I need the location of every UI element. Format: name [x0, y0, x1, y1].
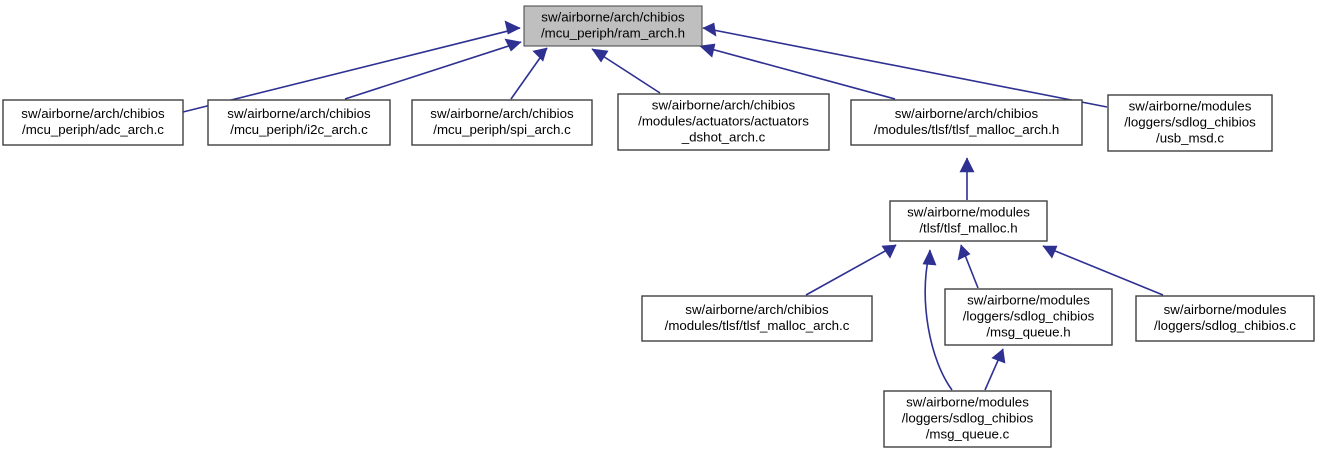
graph-edges [182, 20, 1164, 391]
node-label-spi_arch_c-line-0: sw/airborne/arch/chibios [430, 106, 574, 121]
graph-node-tlsf_malloc_arch_h[interactable]: sw/airborne/arch/chibios/modules/tlsf/tl… [850, 99, 1083, 146]
node-label-ram_arch_h-line-0: sw/airborne/arch/chibios [541, 10, 685, 25]
graph-edge-tlsf_malloc_arch_h-to-ram_arch_h [699, 45, 896, 100]
node-label-actuators_dshot_arch_c-line-2: _dshot_arch.c [681, 130, 766, 145]
node-box-i2c_arch_c[interactable] [207, 99, 391, 146]
graph-node-sdlog_chibios_c[interactable]: sw/airborne/modules/loggers/sdlog_chibio… [1135, 295, 1315, 342]
graph-edge-sdlog_chibios_c-to-tlsf_malloc_h [1042, 245, 1164, 296]
node-box-sdlog_chibios_c[interactable] [1135, 295, 1315, 342]
node-label-usb_msd_c-line-2: /usb_msd.c [1156, 131, 1224, 146]
graph-edge-tlsf_malloc_arch_c-to-tlsf_malloc_h [805, 244, 897, 296]
graph-node-spi_arch_c[interactable]: sw/airborne/arch/chibios/mcu_periph/spi_… [411, 99, 593, 146]
node-label-msg_queue_h-line-1: /loggers/sdlog_chibios [963, 309, 1095, 324]
node-label-msg_queue_c-line-1: /loggers/sdlog_chibios [902, 411, 1034, 426]
node-label-msg_queue_h-line-0: sw/airborne/modules [967, 293, 1090, 308]
graph-arrowhead-tlsf_malloc_arch_c-to-tlsf_malloc_h [881, 244, 897, 259]
graph-arrowhead-sdlog_chibios_c-to-tlsf_malloc_h [1042, 245, 1058, 259]
node-label-actuators_dshot_arch_c-line-0: sw/airborne/arch/chibios [652, 98, 796, 113]
graph-node-adc_arch_c[interactable]: sw/airborne/arch/chibios/mcu_periph/adc_… [2, 99, 184, 146]
node-box-actuators_dshot_arch_c[interactable] [617, 93, 830, 151]
node-box-adc_arch_c[interactable] [2, 99, 184, 146]
node-box-tlsf_malloc_arch_h[interactable] [850, 99, 1083, 146]
graph-arrowhead-tlsf_malloc_arch_h-to-ram_arch_h [699, 43, 716, 58]
graph-edge-adc_arch_c-to-ram_arch_h [182, 27, 521, 113]
graph-node-actuators_dshot_arch_c[interactable]: sw/airborne/arch/chibios/modules/actuato… [617, 93, 830, 151]
node-label-usb_msd_c-line-1: /loggers/sdlog_chibios [1124, 115, 1256, 130]
graph-arrowhead-tlsf_malloc_h-to-tlsf_malloc_arch_h [959, 157, 975, 173]
graph-arrowhead-adc_arch_c-to-ram_arch_h [504, 20, 521, 35]
graph-arrowhead-i2c_arch_c-to-ram_arch_h [504, 38, 522, 52]
graph-node-i2c_arch_c[interactable]: sw/airborne/arch/chibios/mcu_periph/i2c_… [207, 99, 391, 146]
node-label-tlsf_malloc_h-line-1: /tlsf/tlsf_malloc.h [919, 221, 1017, 236]
graph-edge-i2c_arch_c-to-ram_arch_h [344, 41, 522, 100]
graph-arrowhead-actuators_dshot_arch_c-to-ram_arch_h [591, 48, 609, 63]
node-box-tlsf_malloc_h[interactable] [889, 200, 1048, 242]
node-box-msg_queue_c[interactable] [883, 390, 1052, 448]
graph-node-msg_queue_h[interactable]: sw/airborne/modules/loggers/sdlog_chibio… [944, 288, 1113, 346]
node-label-spi_arch_c-line-1: /mcu_periph/spi_arch.c [433, 122, 571, 137]
node-label-msg_queue_c-line-2: /msg_queue.c [926, 427, 1010, 442]
node-label-tlsf_malloc_arch_c-line-1: /modules/tlsf/tlsf_malloc_arch.c [665, 318, 850, 333]
node-label-tlsf_malloc_h-line-0: sw/airborne/modules [907, 205, 1030, 220]
node-label-tlsf_malloc_arch_c-line-0: sw/airborne/arch/chibios [685, 302, 829, 317]
node-label-usb_msd_c-line-0: sw/airborne/modules [1129, 99, 1252, 114]
node-label-msg_queue_h-line-2: /msg_queue.h [986, 325, 1070, 340]
node-label-tlsf_malloc_arch_h-line-0: sw/airborne/arch/chibios [895, 106, 1039, 121]
node-box-usb_msd_c[interactable] [1107, 94, 1273, 152]
graph-node-tlsf_malloc_arch_c[interactable]: sw/airborne/arch/chibios/modules/tlsf/tl… [641, 295, 873, 342]
node-label-adc_arch_c-line-0: sw/airborne/arch/chibios [21, 106, 165, 121]
node-label-tlsf_malloc_arch_h-line-1: /modules/tlsf/tlsf_malloc_arch.h [874, 122, 1060, 137]
node-label-i2c_arch_c-line-1: /mcu_periph/i2c_arch.c [230, 122, 368, 137]
graph-node-ram_arch_h[interactable]: sw/airborne/arch/chibios/mcu_periph/ram_… [523, 5, 703, 47]
node-label-sdlog_chibios_c-line-0: sw/airborne/modules [1164, 302, 1287, 317]
node-label-actuators_dshot_arch_c-line-1: /modules/actuators/actuators [638, 114, 809, 129]
graph-arrowhead-msg_queue_c-to-tlsf_malloc_h [922, 249, 937, 266]
node-box-spi_arch_c[interactable] [411, 99, 593, 146]
node-label-sdlog_chibios_c-line-1: /loggers/sdlog_chibios.c [1154, 318, 1296, 333]
graph-node-msg_queue_c[interactable]: sw/airborne/modules/loggers/sdlog_chibio… [883, 390, 1052, 448]
node-label-adc_arch_c-line-1: /mcu_periph/adc_arch.c [22, 122, 164, 137]
node-box-tlsf_malloc_arch_c[interactable] [641, 295, 873, 342]
graph-arrowhead-msg_queue_h-to-tlsf_malloc_h [957, 244, 971, 261]
graph-node-usb_msd_c[interactable]: sw/airborne/modules/loggers/sdlog_chibio… [1107, 94, 1273, 152]
graph-nodes: sw/airborne/arch/chibios/mcu_periph/ram_… [2, 5, 1315, 448]
graph-arrowhead-msg_queue_c-to-msg_queue_h [991, 348, 1006, 364]
graph-edge-msg_queue_c-to-tlsf_malloc_h [924, 249, 953, 391]
graph-edge-usb_msd_c-to-ram_arch_h [702, 27, 1108, 108]
node-label-i2c_arch_c-line-0: sw/airborne/arch/chibios [227, 106, 371, 121]
graph-node-tlsf_malloc_h[interactable]: sw/airborne/modules/tlsf/tlsf_malloc.h [889, 200, 1048, 242]
graph-arrowhead-usb_msd_c-to-ram_arch_h [702, 22, 717, 37]
graph-arrowhead-spi_arch_c-to-ram_arch_h [532, 47, 548, 62]
node-label-ram_arch_h-line-1: /mcu_periph/ram_arch.h [541, 26, 685, 41]
node-box-ram_arch_h[interactable] [523, 5, 703, 47]
node-box-msg_queue_h[interactable] [944, 288, 1113, 346]
node-label-msg_queue_c-line-0: sw/airborne/modules [906, 395, 1029, 410]
